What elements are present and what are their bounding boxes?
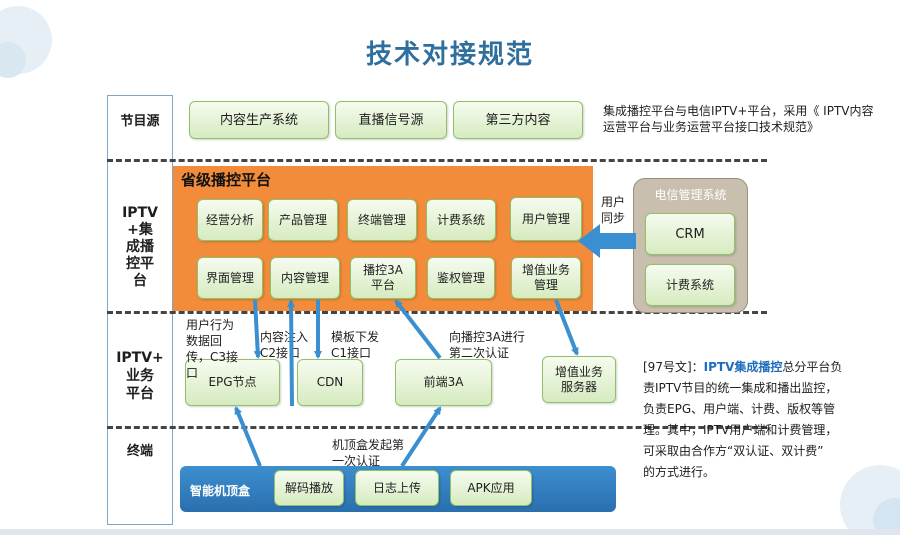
node-frontend-3a: 前端3A: [395, 359, 492, 406]
box-billing-system: 计费系统: [426, 199, 496, 241]
box-crm: CRM: [645, 213, 735, 255]
node-cdn: CDN: [297, 359, 363, 406]
smart-stb-title: 智能机顶盒: [190, 484, 251, 498]
separator-line: [107, 159, 767, 162]
source-live-signal: 直播信号源: [335, 101, 447, 139]
page-title: 技术对接规范: [365, 40, 534, 70]
box-user-management: 用户管理: [510, 197, 582, 241]
box-terminal-management: 终端管理: [347, 199, 417, 241]
source-third-party: 第三方内容: [453, 101, 583, 139]
node-vas-server: 增值业务 服务器: [542, 356, 616, 403]
footer-bar: [0, 529, 900, 535]
box-content-management: 内容管理: [270, 257, 340, 299]
category-integrated: IPTV +集 成播 控平 台: [122, 205, 158, 289]
box-telecom-billing: 计费系统: [645, 264, 735, 306]
box-apk-app: APK应用: [450, 470, 532, 506]
box-interface-management: 界面管理: [197, 257, 263, 299]
label-content-inject: 内容注入 C2接口: [260, 330, 309, 360]
node-epg: EPG节点: [185, 359, 280, 406]
box-auth-management: 鉴权管理: [427, 257, 495, 299]
telecom-management-title: 电信管理系统: [654, 188, 727, 202]
box-decode-play: 解码播放: [274, 470, 344, 506]
category-business: IPTV+ 业务 平台: [116, 350, 164, 402]
category-terminal: 终端: [126, 444, 153, 459]
arrow-stb-to-frontend: [400, 406, 442, 468]
category-column: [107, 95, 173, 525]
box-product-management: 产品管理: [268, 199, 338, 241]
label-second-auth: 向播控3A进行 第二次认证: [449, 330, 525, 360]
source-note: 集成播控平台与电信IPTV+平台，采用《 IPTV内容 运营平台与业务运营平台接…: [603, 104, 874, 134]
policy-note: [97号文]：IPTV集成播控总分平台负 责IPTV节目的统一集成和播出监控， …: [643, 360, 843, 479]
box-control-3a-platform: 播控3A 平台: [350, 257, 416, 299]
user-sync-label: 用户 同步: [601, 195, 626, 225]
category-source: 节目源: [120, 114, 160, 129]
source-content-production: 内容生产系统: [189, 101, 329, 139]
arrow-stb-to-epg: [234, 406, 262, 467]
box-log-upload: 日志上传: [355, 470, 439, 506]
label-user-behavior: 用户行为 数据回 传，C3接 口: [186, 318, 239, 380]
box-vas-management: 增值业务 管理: [511, 257, 581, 299]
label-template-dispatch: 模板下发 C1接口: [331, 330, 380, 360]
provincial-platform-title: 省级播控平台: [181, 171, 272, 189]
label-first-auth: 机顶盒发起第 一次认证: [332, 438, 405, 468]
box-business-analysis: 经营分析: [197, 199, 263, 241]
